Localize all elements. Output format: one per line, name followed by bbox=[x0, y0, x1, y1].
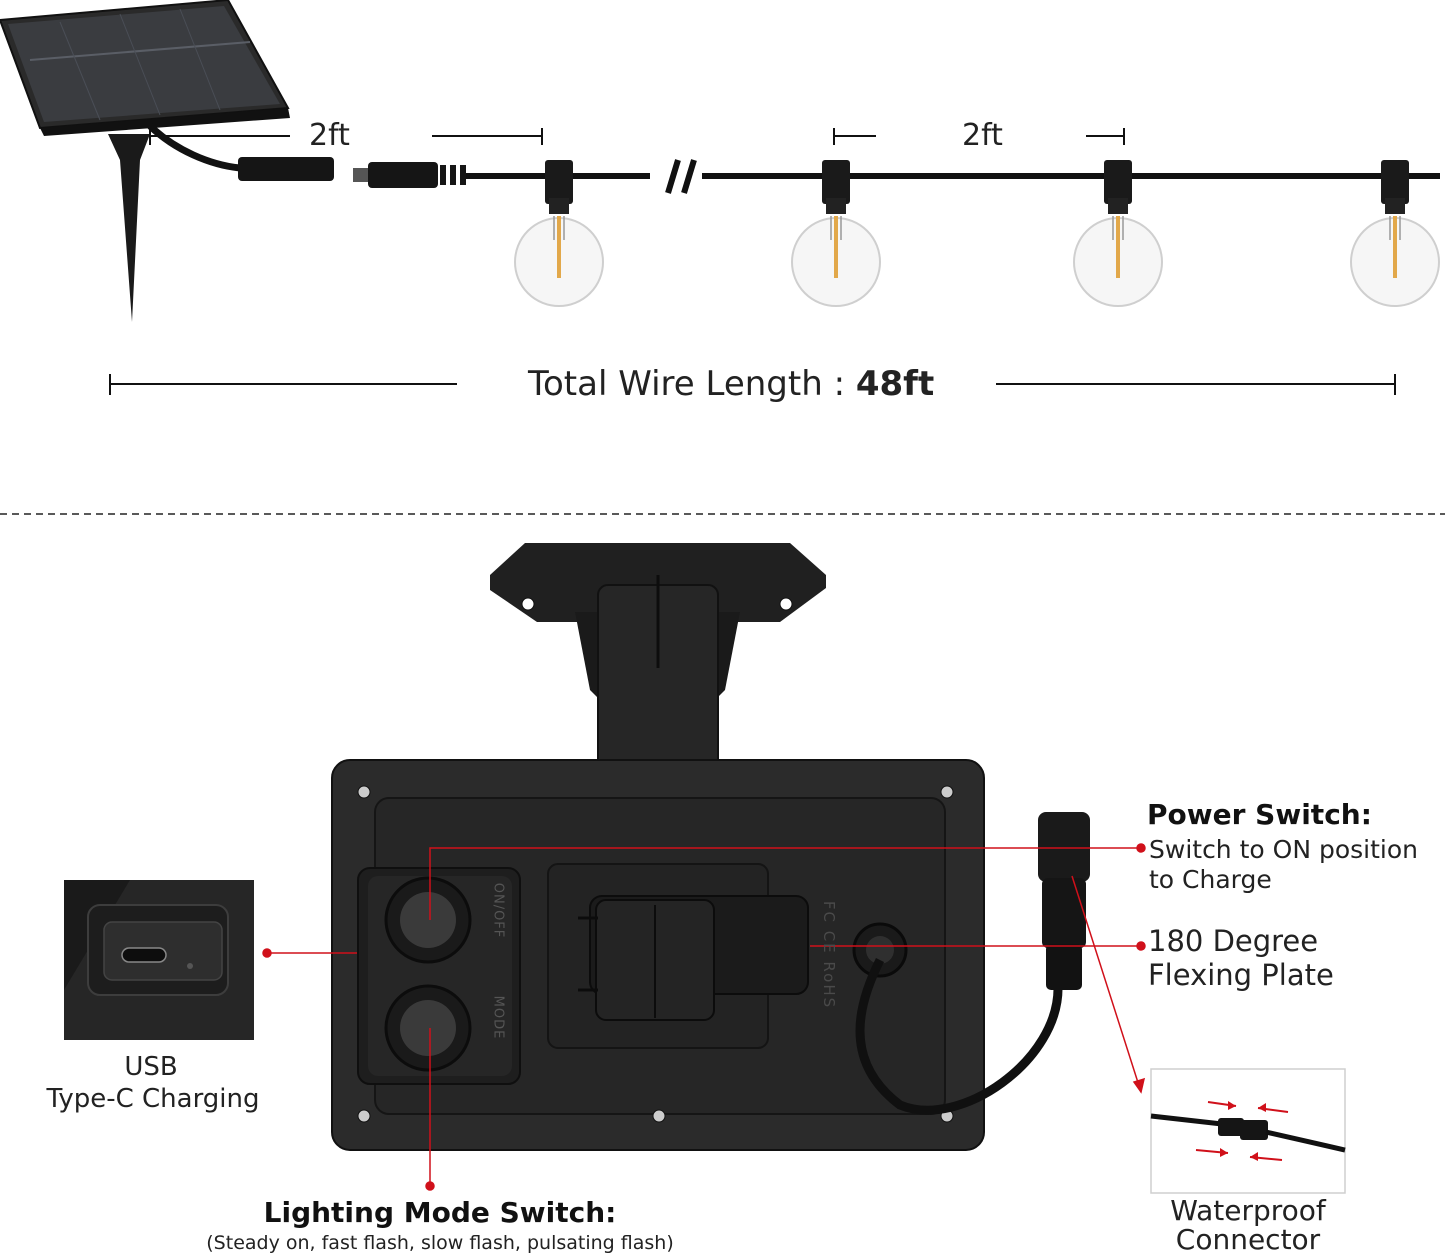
waterproof-connector-photo bbox=[1150, 1068, 1346, 1194]
lighting-mode-title: Lighting Mode Switch: bbox=[263, 1196, 617, 1229]
usb-port-photo bbox=[64, 880, 254, 1040]
segment-length-label-left: 2ft bbox=[309, 118, 350, 153]
bracket-hinge bbox=[578, 895, 809, 1021]
total-wire-length-value: 48ft bbox=[855, 364, 935, 404]
segment-length-label-right: 2ft bbox=[962, 118, 1003, 153]
switch-label-mode: MODE bbox=[490, 995, 506, 1040]
waterproof-label-2: Connector bbox=[1175, 1223, 1321, 1256]
power-switch-button[interactable] bbox=[384, 876, 472, 964]
bulb-icon bbox=[1073, 160, 1163, 307]
switch-label-onoff: ON/OFF bbox=[490, 882, 506, 939]
callout-leaders bbox=[262, 843, 1146, 1191]
female-plug-icon bbox=[238, 157, 334, 181]
wire-break-mark bbox=[665, 159, 697, 194]
bulb-icon bbox=[514, 160, 604, 307]
usb-label-2: Type-C Charging bbox=[46, 1084, 260, 1114]
certification-marks: FC CE RoHS bbox=[820, 900, 839, 1010]
usb-c-icon bbox=[121, 947, 167, 963]
dc-connector-icon bbox=[1038, 812, 1090, 990]
flexing-plate-label-2: Flexing Plate bbox=[1148, 958, 1334, 992]
solar-panel-icon bbox=[0, 0, 290, 136]
dimension-line-right bbox=[833, 128, 1125, 145]
bulb-icon bbox=[1350, 160, 1440, 307]
male-plug-icon bbox=[353, 162, 466, 188]
pigtail-cable bbox=[855, 957, 1063, 1115]
mode-switch-button[interactable] bbox=[384, 984, 472, 1072]
power-switch-desc-1: Switch to ON position bbox=[1149, 835, 1418, 864]
total-length-line bbox=[109, 374, 1396, 395]
power-switch-title: Power Switch: bbox=[1147, 798, 1372, 831]
ground-stake-icon bbox=[108, 134, 150, 322]
dimension-line-left bbox=[149, 128, 543, 145]
lighting-mode-desc: (Steady on, fast flash, slow flash, puls… bbox=[206, 1232, 674, 1254]
usb-label-1: USB bbox=[124, 1052, 178, 1082]
bulb-icon bbox=[791, 160, 881, 307]
cable-gland bbox=[852, 922, 908, 978]
flexing-plate-label-1: 180 Degree bbox=[1148, 924, 1319, 958]
waterproof-label-1: Waterproof bbox=[1170, 1194, 1326, 1227]
total-wire-length-prefix: Total Wire Length : bbox=[528, 364, 856, 404]
total-wire-length-label: Total Wire Length : 48ft bbox=[528, 364, 934, 404]
panel-cable bbox=[147, 123, 241, 172]
power-switch-desc-2: to Charge bbox=[1149, 865, 1272, 894]
